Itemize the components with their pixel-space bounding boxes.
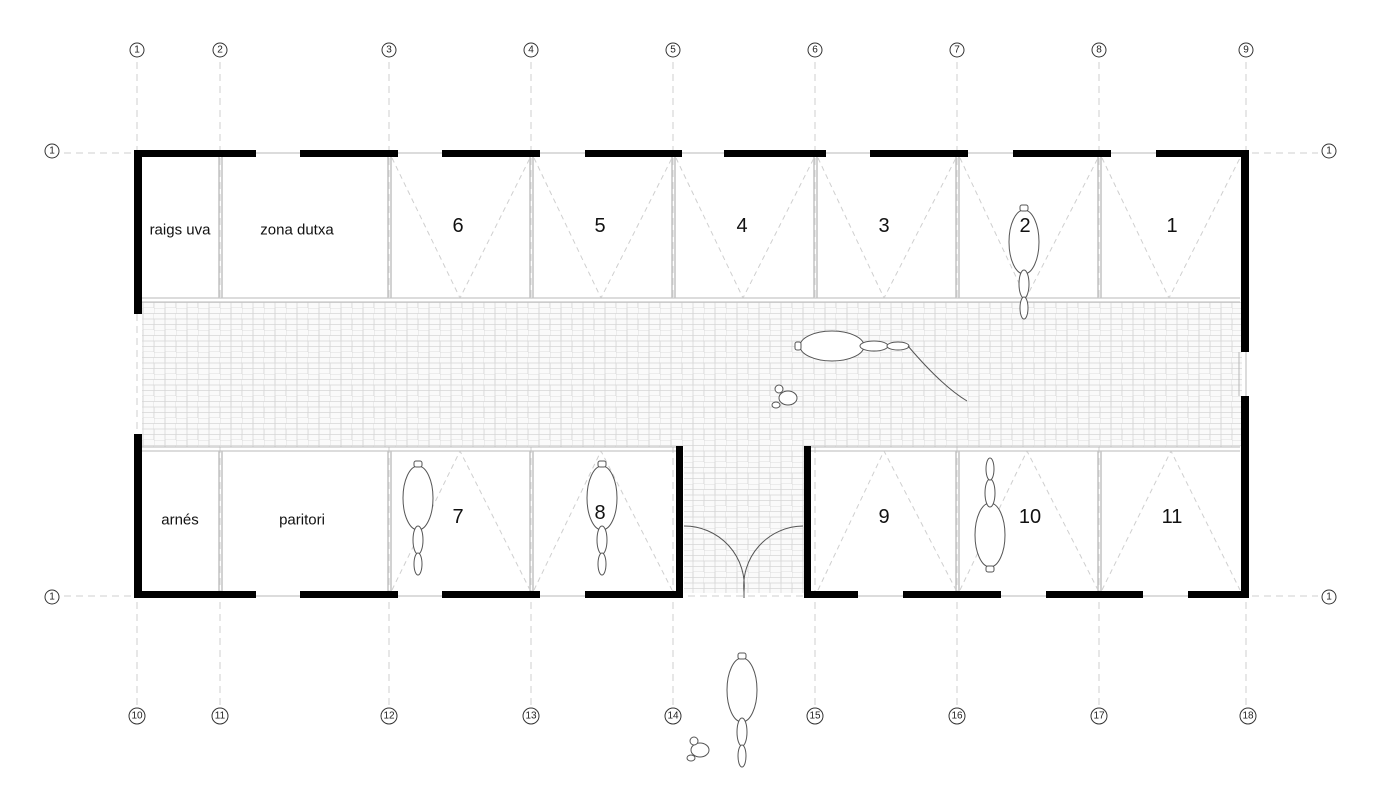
svg-text:11: 11 — [215, 711, 226, 722]
svg-text:2: 2 — [217, 45, 223, 56]
horse-icon — [586, 460, 618, 576]
stall-number: 5 — [594, 215, 605, 237]
room-label-paritori: paritori — [279, 512, 325, 529]
partitions — [218, 157, 1102, 592]
axis-marker: 5 — [665, 42, 681, 58]
stall-number: 2 — [1019, 215, 1030, 237]
axis-marker: 1 — [1321, 143, 1337, 159]
svg-text:7: 7 — [954, 45, 960, 56]
axis-marker: 11 — [211, 707, 229, 725]
exterior-walls — [134, 150, 1249, 598]
svg-text:14: 14 — [667, 711, 679, 722]
svg-text:15: 15 — [809, 711, 821, 722]
svg-text:5: 5 — [670, 45, 676, 56]
entrance-double-door — [683, 525, 804, 598]
horse-icon — [726, 652, 758, 768]
stall-number: 3 — [878, 215, 889, 237]
axis-marker: 1 — [129, 42, 145, 58]
svg-text:1: 1 — [49, 592, 55, 603]
svg-text:17: 17 — [1093, 711, 1105, 722]
windows — [255, 152, 1247, 597]
axis-marker: 6 — [807, 42, 823, 58]
stall-number: 4 — [736, 215, 747, 237]
axis-marker: 1 — [44, 143, 60, 159]
axis-markers: 1 2 3 4 5 6 7 8 9 10 11 12 13 14 15 16 1… — [44, 42, 1337, 725]
stall-number: 1 — [1166, 215, 1177, 237]
horse-icon — [794, 330, 968, 402]
room-label-arnes: arnés — [161, 512, 199, 529]
svg-text:1: 1 — [134, 45, 140, 56]
stall-number: 7 — [452, 506, 463, 528]
axis-marker: 12 — [380, 707, 398, 725]
svg-text:12: 12 — [383, 711, 395, 722]
aisle-edges — [142, 297, 1240, 452]
svg-text:8: 8 — [1096, 45, 1102, 56]
aisle-paving — [142, 302, 1242, 593]
dog-icon — [771, 384, 798, 409]
axis-marker: 16 — [948, 707, 966, 725]
horse-icon — [402, 460, 434, 576]
dog-icon — [686, 736, 710, 762]
svg-text:16: 16 — [951, 711, 963, 722]
axis-marker: 3 — [381, 42, 397, 58]
svg-text:6: 6 — [812, 45, 818, 56]
axis-marker: 1 — [44, 589, 60, 605]
axis-marker: 8 — [1091, 42, 1107, 58]
stall-numbers: 6 5 4 3 2 1 7 8 9 10 11 — [452, 215, 1182, 528]
svg-text:3: 3 — [386, 45, 392, 56]
axis-marker: 2 — [212, 42, 228, 58]
room-label-zona-dutxa: zona dutxa — [260, 222, 334, 239]
stall-number: 8 — [594, 502, 605, 524]
svg-text:1: 1 — [1326, 592, 1332, 603]
axis-marker: 13 — [522, 707, 540, 725]
axis-marker: 7 — [949, 42, 965, 58]
svg-text:10: 10 — [131, 711, 143, 722]
horse-icon — [1008, 204, 1040, 320]
room-label-raigs-uva: raigs uva — [150, 222, 212, 239]
svg-text:18: 18 — [1242, 711, 1254, 722]
stall-number: 11 — [1162, 506, 1183, 528]
room-labels: raigs uva zona dutxa arnés paritori — [150, 222, 335, 529]
axis-marker: 15 — [806, 707, 824, 725]
svg-text:1: 1 — [49, 146, 55, 157]
svg-text:9: 9 — [1243, 45, 1249, 56]
stall-number: 9 — [878, 506, 889, 528]
axis-marker: 14 — [664, 707, 682, 725]
axis-marker: 1 — [1321, 589, 1337, 605]
svg-text:1: 1 — [1326, 146, 1332, 157]
axis-marker: 9 — [1238, 42, 1254, 58]
stall-number: 10 — [1019, 506, 1041, 528]
svg-text:13: 13 — [525, 711, 537, 722]
axis-marker: 18 — [1239, 707, 1257, 725]
axis-marker: 10 — [128, 707, 146, 725]
axis-marker: 4 — [523, 42, 539, 58]
horse-icon — [974, 457, 1006, 573]
axis-marker: 17 — [1090, 707, 1108, 725]
svg-text:4: 4 — [528, 45, 534, 56]
stall-number: 6 — [452, 215, 463, 237]
